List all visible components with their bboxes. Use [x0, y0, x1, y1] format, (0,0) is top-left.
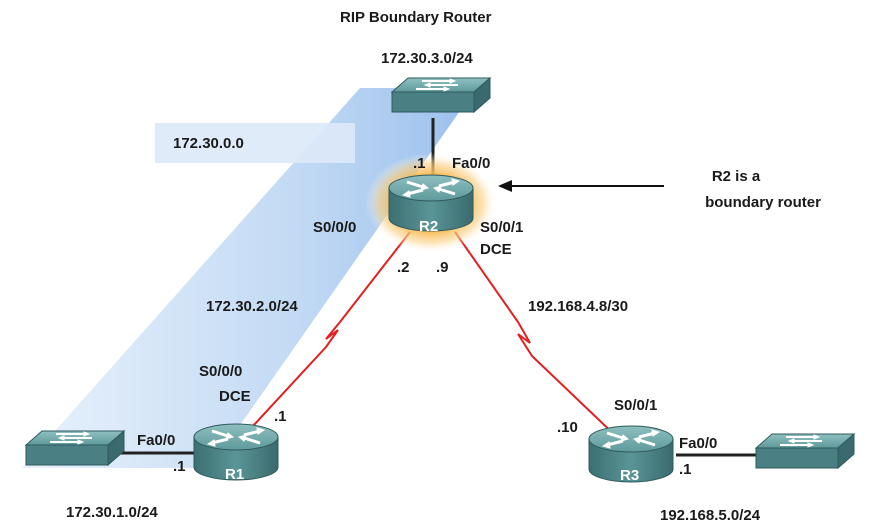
interface-r1-fa: Fa0/0: [137, 432, 175, 449]
router-name-r2: R2: [419, 218, 438, 235]
interface-r3-fa: Fa0/0: [679, 435, 717, 452]
switch-icon: [755, 433, 855, 469]
network-region-label-box: [155, 123, 355, 163]
interface-ip-r2-s001: .9: [436, 259, 449, 276]
interface-r3-s001: S0/0/1: [614, 397, 657, 414]
network-label-wan-r2-r3: 192.168.4.8/30: [528, 298, 628, 315]
interface-ip-r3-fa: .1: [679, 461, 692, 478]
switch-icon: [391, 77, 491, 113]
interface-r2-s000: S0/0/0: [313, 219, 356, 236]
network-label-lan-r2: 172.30.3.0/24: [381, 50, 473, 67]
interface-ip-r2-fa: .1: [413, 155, 426, 172]
network-label-lan-r1: 172.30.1.0/24: [66, 504, 158, 521]
router-name-r3: R3: [620, 467, 639, 484]
callout-line-2: boundary router: [705, 194, 821, 211]
router-name-r1: R1: [225, 466, 244, 483]
switch-icon: [25, 430, 125, 466]
network-region: [22, 88, 476, 468]
arrow-left-icon: [498, 180, 664, 192]
interface-r1-s000: S0/0/0: [199, 363, 242, 380]
interface-ip-r3-s001: .10: [557, 419, 578, 436]
interface-ip-r1-s000: .1: [274, 408, 287, 425]
classful-network-label: 172.30.0.0: [173, 135, 244, 152]
network-label-lan-r3: 192.168.5.0/24: [660, 507, 761, 524]
interface-r2-s001-dce: DCE: [480, 241, 512, 258]
diagram-title: RIP Boundary Router: [340, 9, 492, 26]
serial-link-r2-r3: [454, 231, 621, 441]
serial-link-r1-r2: [239, 231, 411, 441]
network-label-wan-r1-r2: 172.30.2.0/24: [206, 298, 298, 315]
interface-r2-s001: S0/0/1: [480, 219, 523, 236]
interface-r2-fa: Fa0/0: [452, 155, 490, 172]
interface-r1-s000-dce: DCE: [219, 388, 251, 405]
callout-line-1: R2 is a: [712, 168, 761, 185]
interface-ip-r2-s000: .2: [397, 259, 410, 276]
interface-ip-r1-fa: .1: [173, 458, 186, 475]
